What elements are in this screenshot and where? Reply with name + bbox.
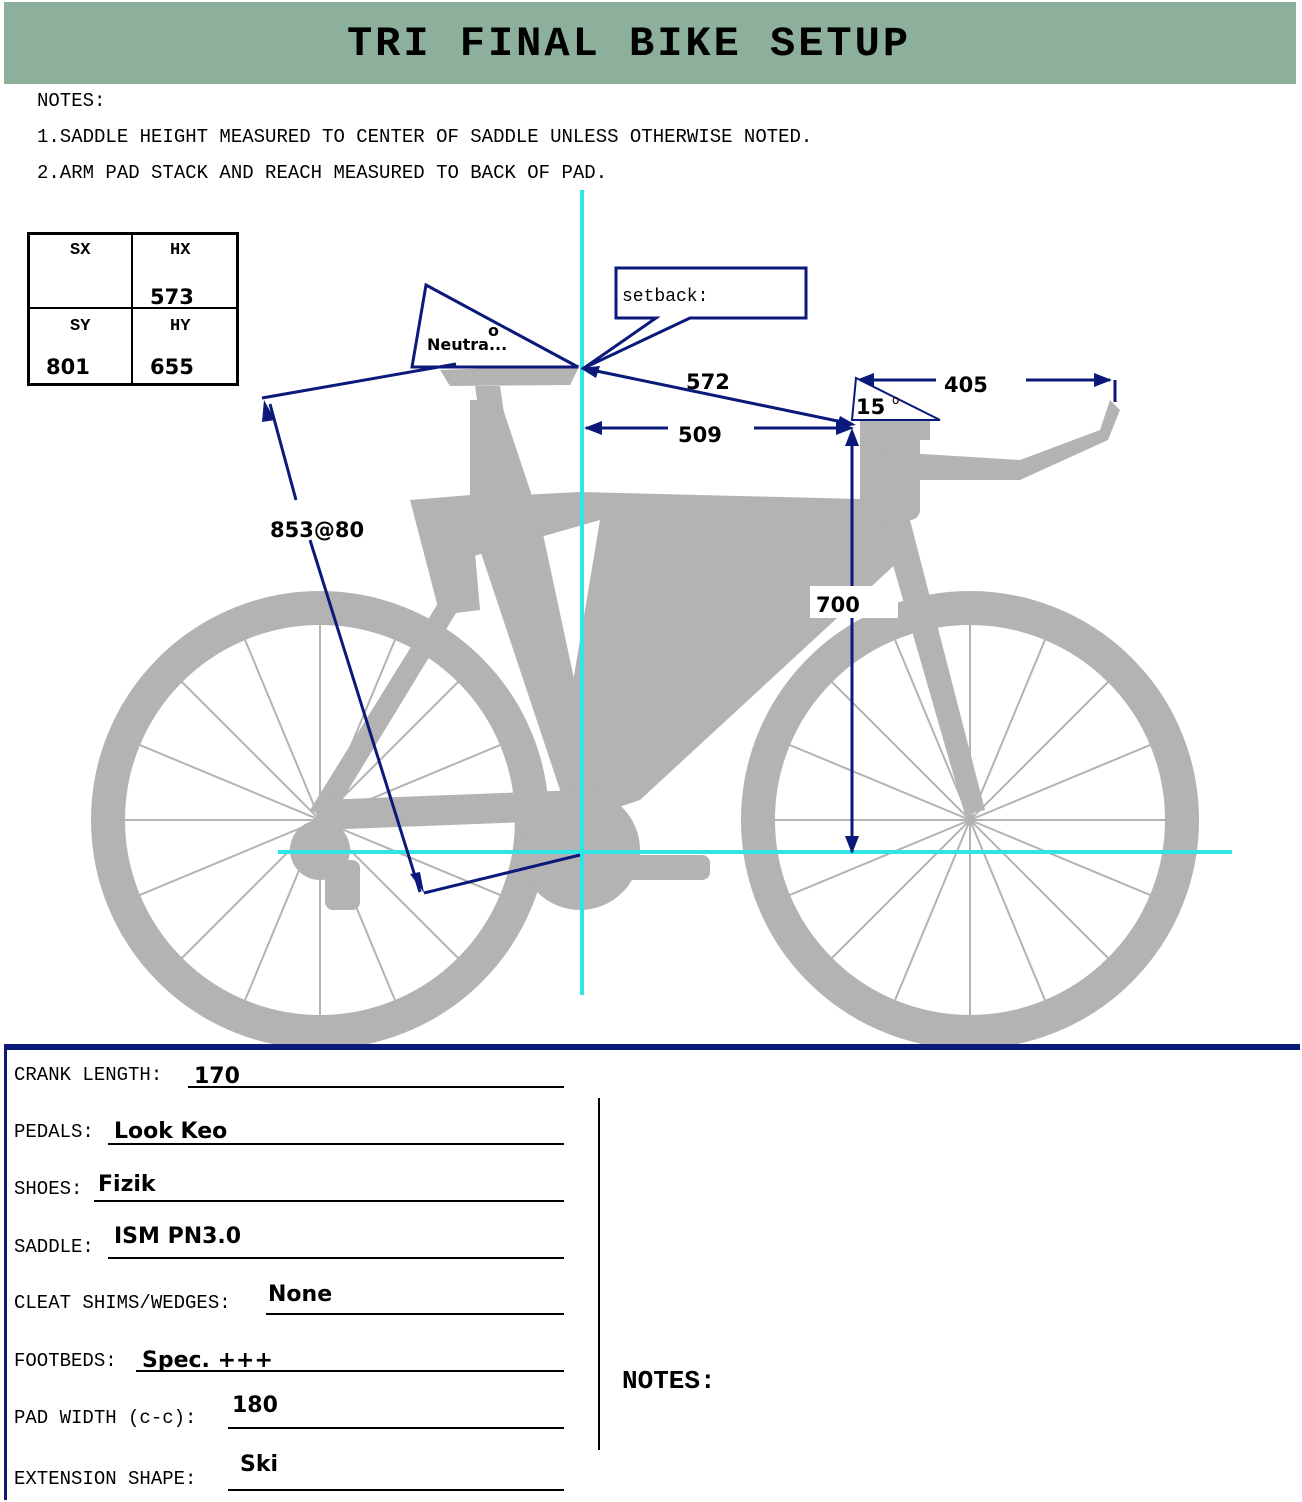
stack-700-value: 700 [816, 593, 860, 617]
saddle-value[interactable]: ISM PN3.0 [114, 1224, 242, 1249]
saddle-height-arrowhead [262, 400, 275, 422]
note-2: 2.ARM PAD STACK AND REACH MEASURED TO BA… [37, 162, 608, 184]
page-title: TRI FINAL BIKE SETUP [346, 20, 912, 68]
crank-arrowhead [410, 872, 424, 893]
footbeds-value[interactable]: Spec. +++ [142, 1348, 273, 1373]
crank-length-label: CRANK LENGTH: [14, 1064, 163, 1086]
pedals-label: PEDALS: [14, 1121, 94, 1143]
dim-509-value: 509 [678, 423, 722, 447]
saddle-tilt-label: Neutra... [427, 335, 507, 354]
footbeds-label: FOOTBEDS: [14, 1350, 117, 1372]
pad-angle-wedge [850, 376, 941, 421]
sy-value: 801 [46, 355, 90, 379]
pad-angle-value: 15 [856, 395, 885, 419]
hx-value: 573 [150, 285, 194, 309]
pedals-value[interactable]: Look Keo [114, 1119, 228, 1144]
bike-silhouette [91, 591, 1199, 1049]
bike-fit-diagram: Neutra... o setback: 853@80 572 509 [91, 190, 1232, 1049]
sy-label: SY [70, 317, 91, 336]
title-bar: TRI FINAL BIKE SETUP [4, 2, 1296, 84]
form-top-border [4, 1044, 1300, 1050]
hy-value: 655 [150, 355, 194, 379]
saddle-tilt-degree: o [488, 321, 499, 340]
shoes-value[interactable]: Fizik [98, 1172, 156, 1197]
form-divider [598, 1098, 600, 1450]
pad-angle-degree: o [892, 393, 899, 407]
hx-label: HX [170, 241, 191, 260]
extension-value[interactable]: Ski [240, 1452, 279, 1477]
crank-length-value[interactable]: 170 [194, 1064, 240, 1089]
saddle-label: SADDLE: [14, 1236, 94, 1258]
form-left-border [4, 1044, 7, 1500]
position-grid: SX HX 573 SY 801 HY 655 [27, 232, 239, 386]
notes-heading: NOTES: [37, 90, 106, 112]
shoes-label: SHOES: [14, 1178, 83, 1200]
sx-label: SX [70, 241, 91, 260]
note-1: 1.SADDLE HEIGHT MEASURED TO CENTER OF SA… [37, 126, 813, 148]
pad-width-value[interactable]: 180 [232, 1393, 278, 1418]
setback-callout [583, 266, 808, 370]
notes-field-label[interactable]: NOTES: [622, 1366, 716, 1396]
saddle-height-value: 853@80 [270, 518, 364, 542]
front-wheel [741, 591, 1199, 1049]
setback-label: setback: [622, 287, 708, 307]
hy-label: HY [170, 317, 191, 336]
extension-label: EXTENSION SHAPE: [14, 1468, 197, 1490]
pad-width-label: PAD WIDTH (c-c): [14, 1407, 197, 1429]
front-spokes [770, 620, 1170, 1020]
saddle-height-lines [261, 362, 581, 895]
cleat-label: CLEAT SHIMS/WEDGES: [14, 1292, 231, 1314]
saddle-tilt-wedge [410, 282, 579, 369]
dim-405-value: 405 [944, 373, 988, 397]
cleat-value[interactable]: None [268, 1282, 333, 1307]
reach-572-value: 572 [686, 370, 730, 394]
reach-572-line [581, 366, 853, 426]
